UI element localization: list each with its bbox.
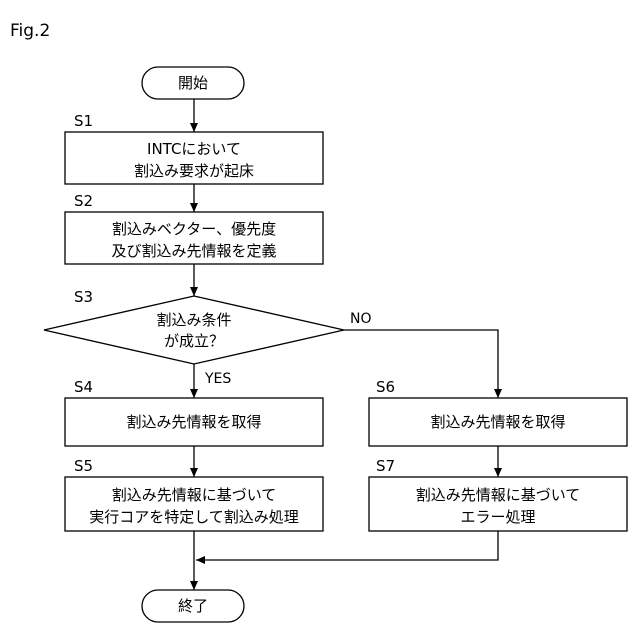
edge-s7-to-merge <box>196 531 498 560</box>
step-label-s4: S4 <box>74 378 93 396</box>
decision-diamond-s3: 割込み条件 が成立？ <box>44 296 344 364</box>
process-box-s7: 割込み先情報に基づいて エラー処理 <box>369 477 627 531</box>
step-label-s7: S7 <box>376 457 395 475</box>
s3-text-line-1: 割込み条件 <box>156 311 231 329</box>
s7-text-line-1: 割込み先情報に基づいて <box>416 486 581 504</box>
step-label-s6: S6 <box>376 378 395 396</box>
process-box-s5: 割込み先情報に基づいて 実行コアを特定して割込み処理 <box>65 477 323 531</box>
step-label-s2: S2 <box>74 192 93 210</box>
step-label-s5: S5 <box>74 457 93 475</box>
branch-label-yes: YES <box>204 371 231 387</box>
end-label: 終了 <box>178 597 208 615</box>
s6-text-line-1: 割込み先情報を取得 <box>430 413 565 431</box>
s1-text-line-2: 割込み要求が起床 <box>134 162 254 180</box>
s2-text-line-2: 及び割込み先情報を定義 <box>111 242 276 260</box>
step-label-s3: S3 <box>74 288 93 306</box>
start-terminal: 開始 <box>142 67 244 99</box>
s1-text-line-1: INTCにおいて <box>147 140 241 158</box>
s2-text-line-1: 割込みベクター、優先度 <box>112 220 276 238</box>
process-box-s6: 割込み先情報を取得 <box>369 398 627 446</box>
start-label: 開始 <box>178 74 208 92</box>
step-label-s1: S1 <box>74 112 93 130</box>
end-terminal: 終了 <box>142 590 244 622</box>
s3-text-line-2: が成立？ <box>164 332 224 350</box>
branch-label-no: NO <box>350 311 372 327</box>
s7-text-line-2: エラー処理 <box>460 508 535 526</box>
s4-text-line-1: 割込み先情報を取得 <box>126 413 261 431</box>
edge-s3-no-to-s6 <box>344 330 498 398</box>
figure-title: Fig.2 <box>10 21 50 41</box>
s5-text-line-2: 実行コアを特定して割込み処理 <box>89 508 299 526</box>
process-box-s4: 割込み先情報を取得 <box>65 398 323 446</box>
process-box-s1: INTCにおいて 割込み要求が起床 <box>65 132 323 184</box>
s5-text-line-1: 割込み先情報に基づいて <box>112 486 277 504</box>
process-box-s2: 割込みベクター、優先度 及び割込み先情報を定義 <box>65 212 323 264</box>
